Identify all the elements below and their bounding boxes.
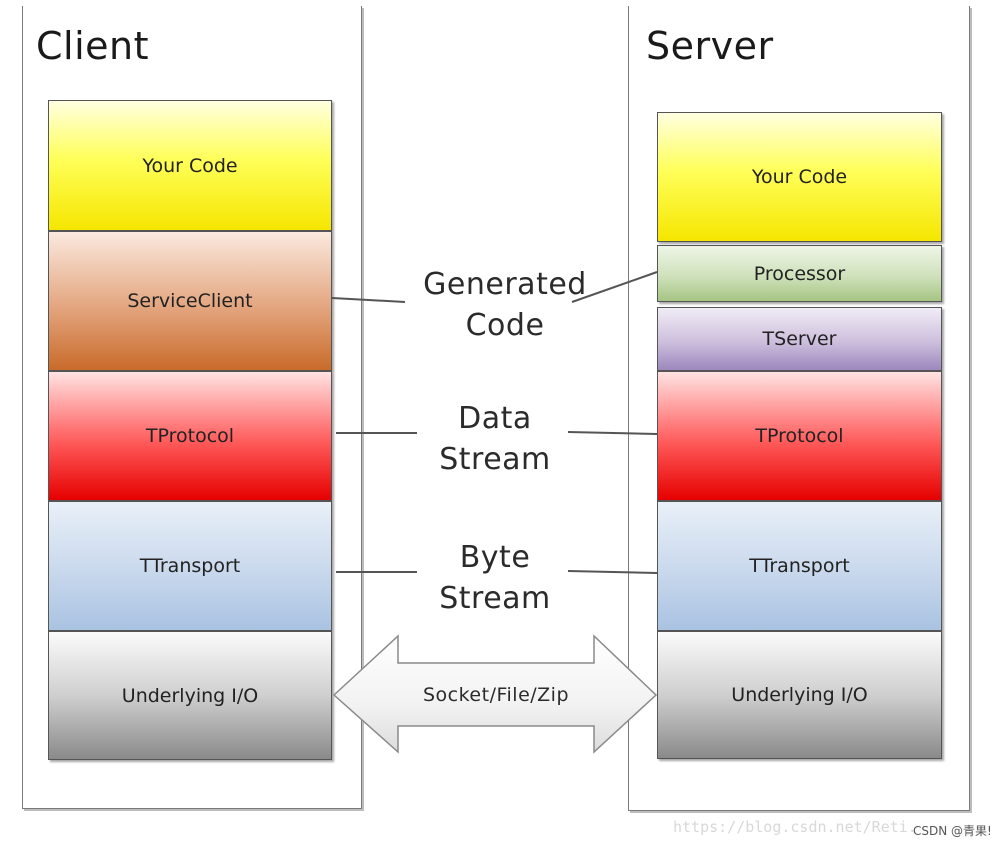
generated-code-label: Generated Code <box>410 264 600 346</box>
data-stream-label-line2: Stream <box>439 442 551 477</box>
generated-code-line-left <box>331 297 406 303</box>
byte-stream-label: Byte Stream <box>420 537 570 619</box>
server-tprotocol-layer: TProtocol <box>657 371 942 501</box>
byte-stream-line-right <box>567 570 658 574</box>
generated-code-line-right <box>571 271 658 303</box>
server-your-code-layer: Your Code <box>657 112 942 242</box>
double-arrow-shape <box>332 634 658 754</box>
client-ttransport-layer: TTransport <box>48 501 332 631</box>
generated-code-label-line2: Code <box>465 308 545 343</box>
generated-code-label-line1: Generated <box>423 267 587 302</box>
data-stream-label-line1: Data <box>458 401 532 436</box>
server-underlying-io-layer: Underlying I/O <box>657 631 942 759</box>
server-tserver-layer: TServer <box>657 307 942 371</box>
byte-stream-label-line1: Byte <box>459 540 531 575</box>
data-stream-line-right <box>567 431 658 435</box>
watermark-csdn: CSDN @青果! <box>913 822 992 839</box>
client-serviceclient-layer: ServiceClient <box>48 231 332 371</box>
client-title: Client <box>36 24 150 68</box>
server-processor-layer: Processor <box>657 245 942 302</box>
server-title: Server <box>646 24 774 68</box>
byte-stream-label-line2: Stream <box>439 581 551 616</box>
client-your-code-layer: Your Code <box>48 100 332 231</box>
watermark-url: https://blog.csdn.net/Reti... <box>673 818 935 836</box>
data-stream-label: Data Stream <box>420 398 570 480</box>
socket-file-zip-label: Socket/File/Zip <box>422 684 570 706</box>
server-ttransport-layer: TTransport <box>657 501 942 631</box>
client-tprotocol-layer: TProtocol <box>48 371 332 501</box>
client-underlying-io-layer: Underlying I/O <box>48 631 332 760</box>
